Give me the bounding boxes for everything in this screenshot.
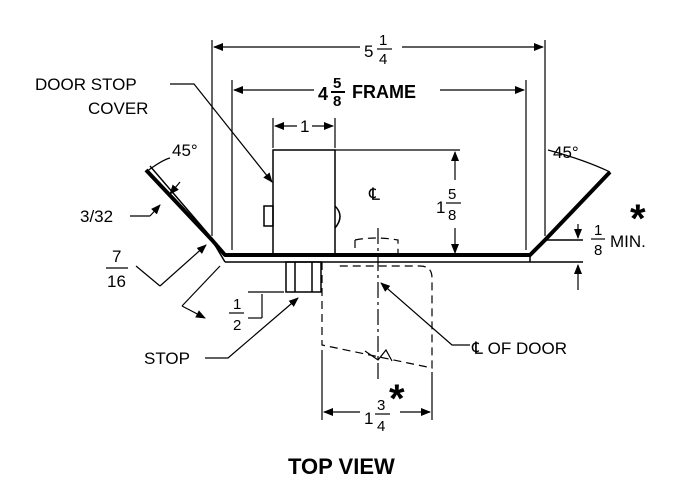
overall-width-dimension: 5 1 4 [211, 32, 546, 236]
stop-depth-den: 2 [233, 317, 241, 334]
frame-num: 5 [333, 75, 341, 92]
centerline-symbol: ℄ [368, 185, 380, 204]
angle-right: 45° [547, 143, 611, 173]
min-clearance-suffix: MIN. [610, 232, 646, 251]
stop-label: STOP [144, 297, 299, 368]
door-thickness-den: 4 [377, 418, 385, 435]
thickness-value: 3/32 [80, 207, 113, 226]
overall-width-whole: 5 [364, 42, 373, 61]
min-clearance-num: 1 [594, 222, 602, 239]
door-stop-cover-line2: COVER [88, 99, 148, 118]
thickness-dimension: 3/32 [80, 181, 181, 226]
door-outline [321, 237, 433, 369]
asterisk-bottom: * [389, 377, 405, 421]
drawing-title: TOP VIEW [288, 454, 395, 479]
angle-left: 45° [145, 141, 198, 173]
stop-height-whole: 1 [436, 198, 445, 217]
frame-whole: 4 [318, 84, 328, 104]
frame-suffix: FRAME [352, 82, 416, 102]
stop-depth-dimension: 1 2 [229, 291, 284, 334]
door-thickness-num: 3 [377, 397, 385, 414]
stop-block [285, 261, 322, 293]
overall-width-num: 1 [379, 32, 387, 49]
return-den: 16 [107, 272, 126, 291]
stop-height-num: 5 [448, 186, 456, 203]
door-stop-cover [263, 149, 341, 256]
door-stop-cover-line1: DOOR STOP [35, 75, 137, 94]
stop-height-den: 8 [448, 207, 456, 224]
min-clearance-den: 8 [594, 242, 602, 259]
door-stop-cover-label: DOOR STOP COVER [35, 75, 273, 183]
stop-width-value: 1 [300, 117, 309, 136]
stop-depth-num: 1 [233, 296, 241, 313]
overall-width-den: 4 [379, 51, 387, 68]
door-centerline-text: ℄ OF DOOR [471, 339, 567, 358]
frame-profile [144, 165, 612, 263]
door-centerline-label: ℄ OF DOOR [380, 282, 567, 358]
stop-height-dimension: 1 5 8 [335, 149, 461, 254]
stop-label-text: STOP [144, 349, 190, 368]
frame-den: 8 [333, 93, 341, 110]
frame-width-dimension: 4 5 8 FRAME [231, 75, 527, 250]
return-dimension: 7 16 [106, 244, 221, 319]
stop-width-dimension: 1 [272, 117, 336, 148]
door-thickness-dimension: 1 3 4 * [321, 350, 433, 435]
return-num: 7 [112, 247, 121, 266]
angle-left-value: 45° [172, 141, 198, 160]
asterisk-top: * [630, 197, 646, 241]
door-thickness-whole: 1 [364, 409, 373, 428]
min-clearance-dimension: 1 8 MIN. * [574, 197, 646, 290]
